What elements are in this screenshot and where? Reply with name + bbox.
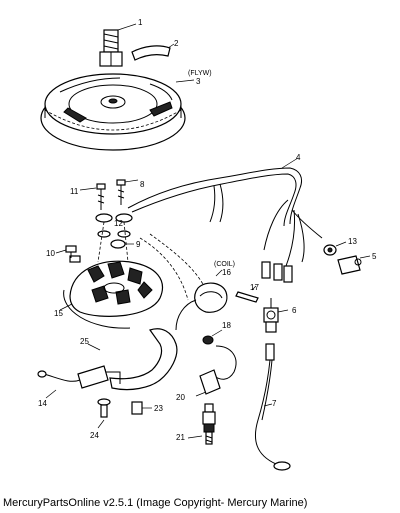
alignment-lines <box>97 221 207 301</box>
callout-25: 25 <box>80 337 89 346</box>
part-21-spark-plug[interactable] <box>187 403 216 445</box>
part-8-screw[interactable] <box>116 179 139 205</box>
part-6-rectifier[interactable] <box>263 298 289 333</box>
part-9-retainer[interactable] <box>110 239 134 249</box>
callout-18: 18 <box>222 321 231 330</box>
part-12-washer[interactable] <box>95 213 133 238</box>
part-14-lead[interactable] <box>37 365 109 399</box>
callout-4: 4 <box>296 153 301 162</box>
callout-17: 17 <box>250 283 259 292</box>
callout-11: 11 <box>70 187 79 196</box>
part-13-connector[interactable] <box>323 241 347 256</box>
part-15-stator-plate[interactable] <box>59 260 164 329</box>
callout-24: 24 <box>90 431 99 440</box>
part-16-ignition-coil[interactable] <box>175 269 228 331</box>
part-4-wire-harness[interactable] <box>127 157 323 267</box>
part-20-spark-plug-lead[interactable] <box>195 345 237 397</box>
callout-13: 13 <box>348 237 357 246</box>
callout-1: 1 <box>138 18 143 27</box>
callout-8: 8 <box>140 180 145 189</box>
part-2-flywheel-key[interactable] <box>131 43 175 61</box>
callout-10: 10 <box>46 249 55 258</box>
harness-plugs <box>261 261 293 283</box>
callout-7: 7 <box>272 399 277 408</box>
callout-21: 21 <box>176 433 185 442</box>
callout-2: 2 <box>174 39 179 48</box>
part-7-ground-lead[interactable] <box>254 343 291 471</box>
part-24-screw[interactable] <box>97 398 111 429</box>
part-17-pin[interactable] <box>235 285 259 303</box>
part-11-screw[interactable] <box>79 183 106 210</box>
image-caption: MercuryPartsOnline v2.5.1 (Image Copyrig… <box>3 497 308 509</box>
part-3-flywheel[interactable] <box>40 73 195 151</box>
callout-5: 5 <box>372 252 377 261</box>
callout-16: 16 <box>222 268 231 277</box>
callout-6: 6 <box>292 306 297 315</box>
callout-3: 3 <box>196 77 201 86</box>
callout-14: 14 <box>38 399 47 408</box>
callout-12: 12 <box>114 219 123 228</box>
part-25-mounting-bracket[interactable] <box>87 328 178 391</box>
part-18-boot[interactable] <box>202 329 223 345</box>
part-10-screws[interactable] <box>55 245 81 263</box>
callout-flyw: (FLYW) <box>188 70 212 77</box>
callout-9: 9 <box>136 240 141 249</box>
callout-20: 20 <box>176 393 185 402</box>
part-5-terminal-boot[interactable] <box>337 255 371 275</box>
part-23-clip[interactable] <box>131 401 152 415</box>
callout-23: 23 <box>154 404 163 413</box>
callout-coil: (COIL) <box>214 261 235 268</box>
callout-15: 15 <box>54 309 63 318</box>
part-1-flywheel-nut[interactable] <box>99 23 137 67</box>
exploded-parts-diagram: 1 2 (FLYW) 3 4 8 11 12 9 13 5 10 (COIL) … <box>37 18 377 471</box>
